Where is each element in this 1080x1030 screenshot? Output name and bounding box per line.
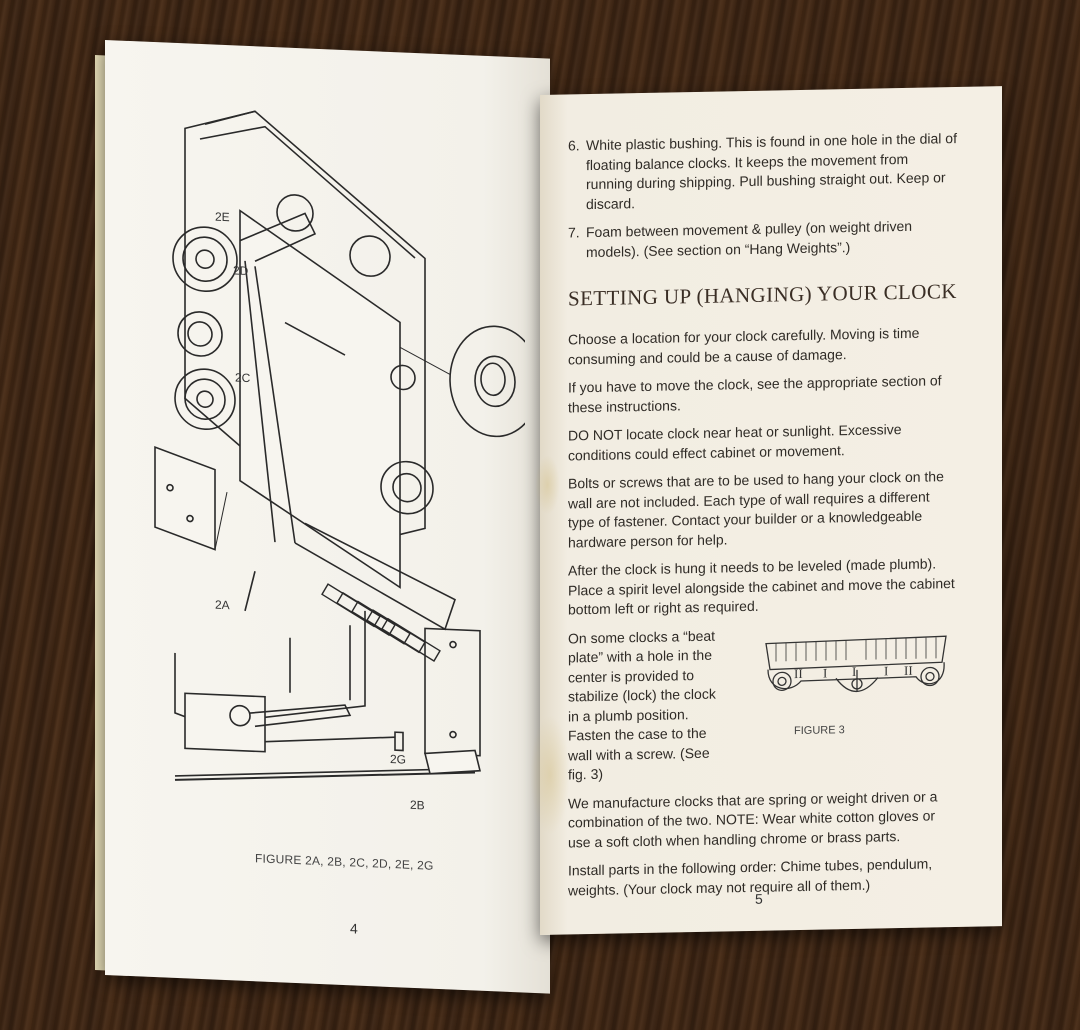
list-item-text: Foam between movement & pulley (on weigh…: [586, 217, 913, 260]
figure-label-2d: 2D: [233, 263, 249, 279]
list-item-number: 7.: [568, 224, 580, 241]
list-item-text: White plastic bushing. This is found in …: [586, 129, 957, 212]
section-heading: SETTING UP (HANGING) YOUR CLOCK: [568, 278, 957, 311]
figure-label-2b: 2B: [410, 797, 425, 813]
list-item: 6. White plastic bushing. This is found …: [568, 129, 958, 214]
paragraph: Choose a location for your clock careful…: [568, 324, 920, 367]
scale-numeral: I: [884, 663, 888, 678]
figure-3-caption: FIGURE 3: [794, 723, 845, 737]
figure-label-2g: 2G: [390, 751, 407, 767]
figure-caption: FIGURE 2A, 2B, 2C, 2D, 2E, 2G: [255, 851, 434, 873]
beat-plate-illustration: II I I I II: [765, 635, 947, 692]
figure-3: II I I I II FIGURE 3: [728, 621, 958, 790]
page-number-left: 4: [350, 920, 358, 937]
list-item-number: 6.: [568, 137, 580, 154]
page-stain: [535, 454, 560, 516]
figure-label-2e: 2E: [215, 209, 230, 225]
right-page: 6. White plastic bushing. This is found …: [530, 86, 1002, 935]
clock-movement-illustration: [154, 110, 525, 781]
scale-numeral: II: [904, 662, 913, 677]
figure-label-2a: 2A: [215, 597, 230, 613]
right-page-content: 6. White plastic bushing. This is found …: [568, 129, 958, 909]
paragraph: Install parts in the following order: Ch…: [568, 855, 933, 898]
scale-numeral: II: [794, 665, 803, 680]
paragraph: Bolts or screws that are to be used to h…: [568, 468, 944, 550]
paragraph: We manufacture clocks that are spring or…: [568, 787, 938, 850]
list-item: 7. Foam between movement & pulley (on we…: [568, 216, 958, 262]
paragraph: After the clock is hung it needs to be l…: [568, 555, 955, 618]
figure-label-2c: 2C: [235, 370, 251, 386]
paragraph: DO NOT locate clock near heat or sunligh…: [568, 421, 902, 463]
beat-plate-section: On some clocks a “beat plate” with a hol…: [568, 621, 958, 793]
page-stain: [530, 714, 570, 836]
page-number-right: 5: [755, 890, 763, 907]
scale-numeral: I: [823, 665, 827, 680]
left-page: 2E 2D 2C 2A 2G 2B FIGURE 2A, 2B, 2C, 2D,…: [105, 40, 550, 994]
beat-plate-paragraph: On some clocks a “beat plate” with a hol…: [568, 627, 716, 783]
scale-numeral: I: [852, 663, 856, 678]
paragraph: If you have to move the clock, see the a…: [568, 372, 942, 415]
